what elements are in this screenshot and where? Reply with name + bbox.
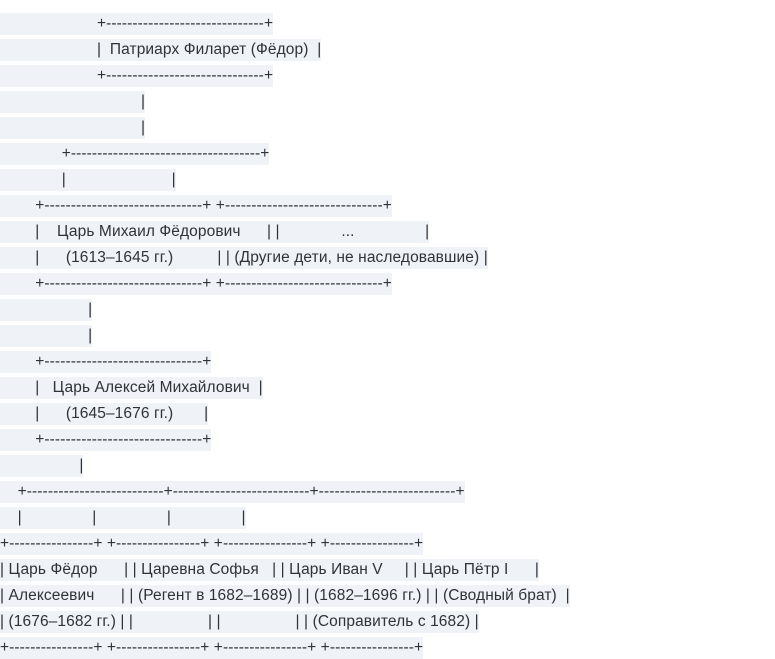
ascii-line: |: [0, 325, 93, 347]
ascii-line: | | | |: [0, 507, 246, 529]
ascii-line: +------------------------------+: [0, 351, 212, 373]
ascii-line: |: [0, 455, 84, 477]
ascii-line: | Царь Фёдор | | Царевна Софья | | Царь …: [0, 559, 540, 581]
ascii-line: |: [0, 299, 93, 321]
ascii-line: +----------------+ +----------------+ +-…: [0, 533, 424, 555]
ascii-line: | (1645–1676 гг.) |: [0, 403, 209, 425]
ascii-line: +--------------------------+------------…: [0, 481, 465, 503]
ascii-line: | (1676–1682 гг.) | | | | | | (Соправите…: [0, 611, 479, 633]
ascii-line: +------------------------------+ +------…: [0, 273, 392, 295]
ascii-line: |: [0, 91, 146, 113]
ascii-line: +------------------------------+ +------…: [0, 195, 392, 217]
ascii-line: | (1613–1645 гг.) | | (Другие дети, не н…: [0, 247, 488, 269]
ascii-line: | |: [0, 169, 176, 191]
ascii-line: +------------------------------+: [0, 429, 212, 451]
ascii-line: | Алексеевич | | (Регент в 1682–1689) | …: [0, 585, 570, 607]
ascii-line: +------------------------------------+: [0, 143, 270, 165]
ascii-line: +----------------+ +----------------+ +-…: [0, 637, 424, 659]
ascii-line: | Патриарх Филарет (Фёдор) |: [0, 39, 322, 61]
ascii-line: | Царь Михаил Фёдорович | | ... |: [0, 221, 430, 243]
ascii-line: +------------------------------+: [0, 65, 274, 87]
ascii-line: +------------------------------+: [0, 13, 274, 35]
ascii-line: | Царь Алексей Михайлович |: [0, 377, 263, 399]
ascii-line: |: [0, 117, 146, 139]
